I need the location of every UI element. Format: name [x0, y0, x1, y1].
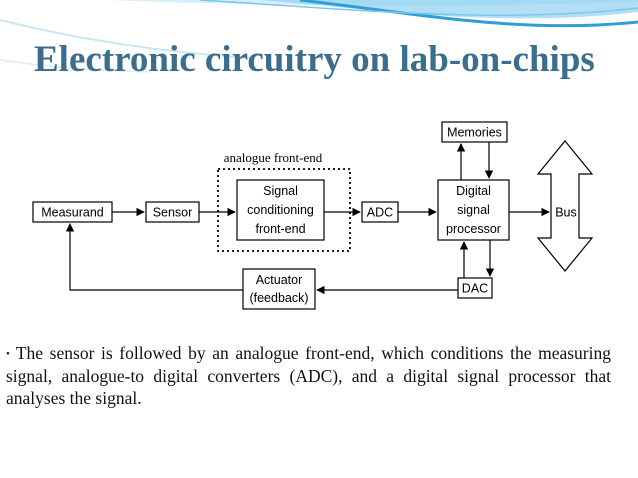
digital-processor-box	[437, 179, 510, 241]
measurand-label: Measurand	[41, 206, 104, 220]
sensor-label: Sensor	[153, 206, 193, 220]
signal-label-line1: Signal	[263, 184, 298, 198]
memories-box	[441, 121, 508, 143]
dac-label: DAC	[462, 282, 488, 296]
memories-label: Memories	[447, 126, 502, 140]
bus-arrow	[536, 140, 594, 272]
slide-title: Electronic circuitry on lab-on-chips	[34, 39, 595, 80]
digital-label-line3: processor	[446, 222, 501, 236]
signal-label-line3: front-end	[255, 222, 305, 236]
signal-label-line2: conditioning	[247, 203, 314, 217]
actuator-label-line2: (feedback)	[249, 291, 308, 305]
header-wave-decoration	[0, 0, 638, 73]
bullet-dot-icon: •	[6, 348, 10, 360]
actuator-box	[242, 268, 316, 310]
frontend-label: analogue front-end	[224, 150, 323, 165]
arrow-actuator-measurand	[65, 223, 243, 291]
signal-conditioning-box	[236, 179, 325, 241]
digital-label-line1: Digital	[456, 184, 491, 198]
actuator-label-line1: Actuator	[256, 273, 303, 287]
bus-label: Bus	[555, 206, 577, 220]
adc-label: ADC	[367, 206, 393, 220]
bullet-paragraph: •The sensor is followed by an analogue f…	[6, 342, 611, 409]
frontend-dotted-box	[217, 168, 351, 252]
digital-label-line2: signal	[457, 203, 490, 217]
bullet-text: The sensor is followed by an analogue fr…	[6, 343, 611, 408]
dac-box	[457, 277, 493, 299]
